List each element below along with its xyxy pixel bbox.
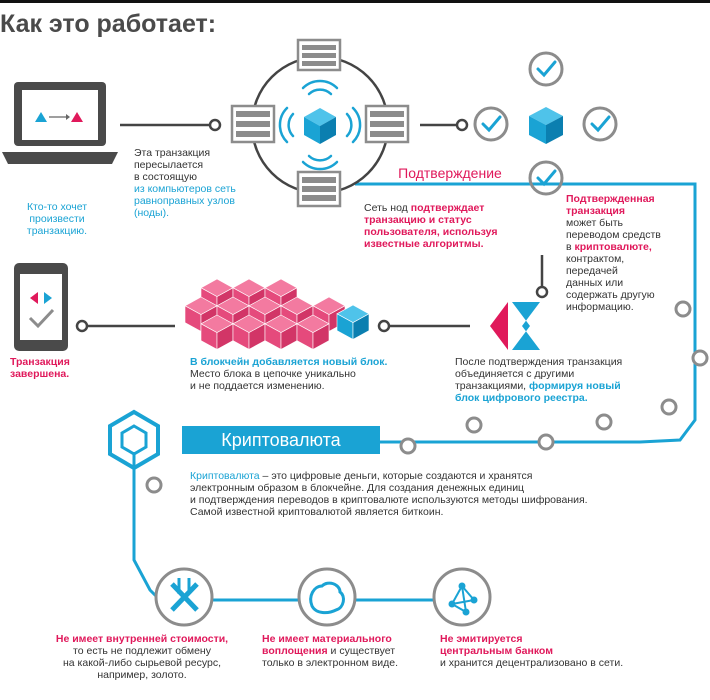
highlight-line: равноправных узлов bbox=[134, 195, 235, 207]
caption-line: транзакцию. bbox=[26, 225, 88, 237]
highlight-line: Не эмитируется bbox=[440, 633, 523, 645]
text-line: передачей bbox=[566, 265, 618, 277]
caption-line: Кто-то хочет bbox=[26, 201, 88, 213]
chain-beads bbox=[145, 300, 709, 494]
blockchain-added-text: В блокчейн добавляется новый блок. Место… bbox=[190, 356, 387, 392]
highlight-fragment: Криптовалюта bbox=[190, 470, 260, 482]
highlight-line: Не имеет внутренней стоимости, bbox=[55, 633, 229, 645]
decentralized-network-icon bbox=[432, 567, 492, 627]
text-line: в состоящую bbox=[134, 171, 198, 183]
feature-no-value-text: Не имеет внутренней стоимости, то есть н… bbox=[42, 633, 242, 681]
text-line: и хранится децентрализовано в сети. bbox=[440, 657, 624, 669]
highlight-line: Транзакция bbox=[10, 356, 70, 368]
text-fragment: транзакциями, bbox=[455, 380, 527, 392]
cyan-flow-line bbox=[132, 182, 697, 602]
blockchain-cube bbox=[232, 314, 266, 350]
block-forming-text: После подтверждения транзакция объединяе… bbox=[455, 356, 622, 404]
highlight-line: из компьютеров сеть bbox=[134, 183, 236, 195]
text-fragment: в bbox=[566, 241, 572, 253]
highlight-fragment: воплощения bbox=[262, 645, 328, 657]
text-line: информацию. bbox=[566, 301, 634, 313]
text-line: и подтверждения переводов в криптовалюте… bbox=[190, 494, 588, 506]
text-line: например, золото. bbox=[97, 669, 187, 681]
connector-dots bbox=[75, 118, 549, 333]
caption-line: произвести bbox=[29, 213, 85, 225]
text-fragment: – это цифровые деньги, которые создаются… bbox=[259, 470, 533, 482]
highlight-line: (ноды). bbox=[134, 207, 169, 219]
text-line: только в электронном виде. bbox=[262, 657, 399, 669]
highlight-line: транзакция bbox=[566, 205, 625, 217]
no-physical-form-icon bbox=[297, 567, 357, 627]
highlight-fragment: криптовалюте, bbox=[574, 241, 652, 253]
text-line: объединяется с другими bbox=[455, 368, 575, 380]
text-fragment: и существует bbox=[327, 645, 396, 657]
blockchain-cube bbox=[296, 314, 330, 350]
highlight-fragment: подтверждает bbox=[410, 202, 485, 214]
new-blockchain-cube bbox=[336, 304, 370, 340]
phone-icon bbox=[14, 263, 68, 351]
text-line: то есть не подлежит обмену bbox=[73, 645, 211, 657]
crypto-hex-icon bbox=[108, 409, 160, 471]
text-fragment: Сеть нод bbox=[364, 202, 408, 214]
text-line: Место блока в цепочке уникально bbox=[190, 368, 356, 380]
highlight-line: завершена. bbox=[10, 368, 70, 380]
text-line: После подтверждения транзакция bbox=[455, 356, 623, 368]
blockchain-cubes bbox=[184, 278, 370, 350]
highlight-line: центральным банком bbox=[440, 645, 553, 657]
transaction-completed-text: Транзакция завершена. bbox=[10, 356, 70, 380]
highlight-fragment: формируя новый bbox=[529, 380, 621, 392]
text-line: и не поддается изменению. bbox=[190, 380, 325, 392]
top-border bbox=[0, 0, 710, 3]
confirmation-text: Сеть нод подтверждает транзакцию и стату… bbox=[364, 202, 497, 250]
node-network bbox=[230, 38, 410, 208]
new-block-icon bbox=[490, 302, 540, 350]
text-line: пересылается bbox=[134, 159, 204, 171]
feature-decentralized-text: Не эмитируется центральным банком и хран… bbox=[440, 633, 623, 669]
highlight-line: транзакцию и статус bbox=[364, 214, 472, 226]
highlight-line: В блокчейн добавляется новый блок. bbox=[190, 356, 388, 368]
text-line: на какой-либо сырьевой ресурс, bbox=[63, 657, 221, 669]
text-line: содержать другую bbox=[566, 289, 655, 301]
highlight-line: Подтвержденная bbox=[566, 193, 655, 205]
highlight-line: пользователя, используя bbox=[364, 226, 498, 238]
step-broadcast-text: Эта транзакция пересылается в состоящую … bbox=[134, 147, 236, 219]
feature-no-physical-text: Не имеет материального воплощения и суще… bbox=[262, 633, 398, 669]
blockchain-cube bbox=[200, 314, 234, 350]
laptop-icon bbox=[2, 82, 118, 164]
page-title: Как это работает: bbox=[0, 10, 217, 38]
confirmation-cluster bbox=[473, 51, 618, 196]
confirmation-label: Подтверждение bbox=[398, 165, 502, 181]
blockchain-cube bbox=[264, 314, 298, 350]
highlight-line: известные алгоритмы. bbox=[364, 238, 484, 250]
crypto-banner: Криптовалюта bbox=[182, 426, 380, 454]
no-value-icon bbox=[154, 567, 214, 627]
step-sender-caption: Кто-то хочет произвести транзакцию. bbox=[14, 201, 100, 237]
text-line: контрактом, bbox=[566, 253, 625, 265]
highlight-line: блок цифрового реестра. bbox=[455, 392, 588, 404]
text-line: Самой известной криптовалютой является б… bbox=[190, 506, 444, 518]
confirmed-transaction-text: Подтвержденная транзакция может быть пер… bbox=[566, 193, 661, 313]
text-line: может быть bbox=[566, 217, 624, 229]
text-line: Эта транзакция bbox=[134, 147, 211, 159]
black-connector-lines bbox=[80, 123, 544, 328]
text-line: данных или bbox=[566, 277, 624, 289]
crypto-description: Криптовалюта – это цифровые деньги, кото… bbox=[190, 470, 588, 518]
highlight-line: Не имеет материального bbox=[262, 633, 392, 645]
text-line: переводом средств bbox=[566, 229, 661, 241]
text-line: электронным образом в блокчейне. Для соз… bbox=[190, 482, 525, 494]
